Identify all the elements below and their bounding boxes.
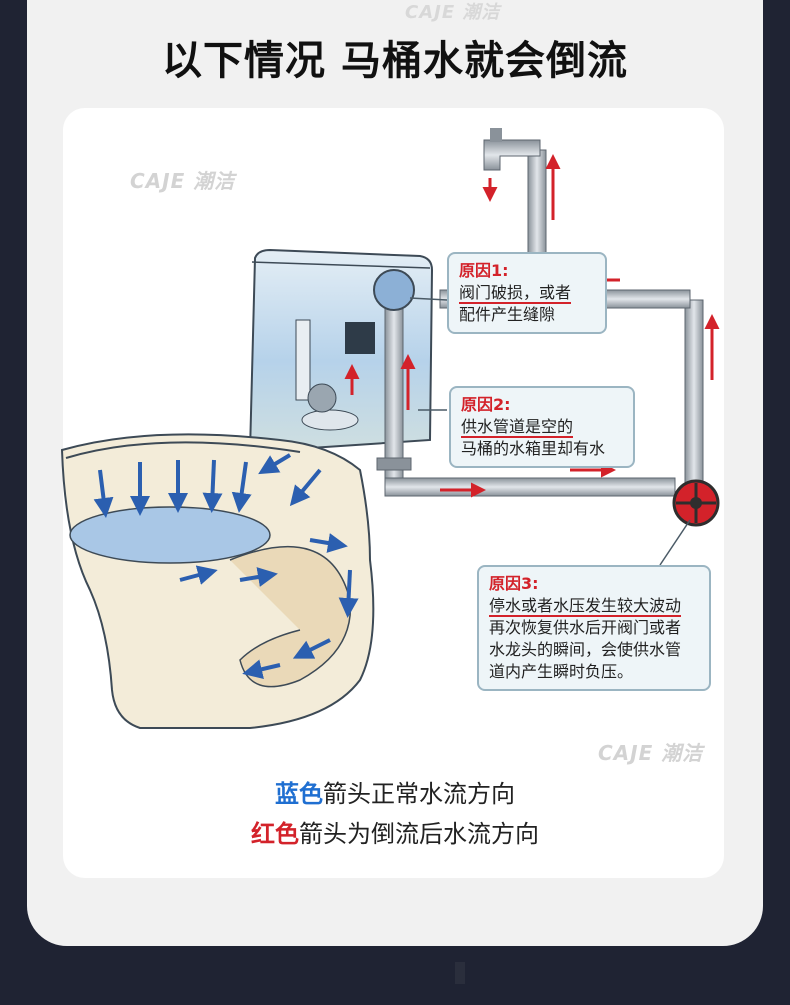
- legend-red-text: 箭头为倒流后水流方向: [299, 820, 539, 848]
- brand-watermark: CAJE 潮洁: [598, 741, 704, 765]
- legend-blue-text: 箭头正常水流方向: [323, 780, 515, 808]
- callout-line: 再次恢复供水后开阀门或者: [489, 618, 682, 637]
- callout-heading: 原因3:: [489, 574, 539, 593]
- brand-watermark-top: CAJE 潮洁: [405, 2, 501, 23]
- page-title: 以下情况 马桶水就会倒流: [162, 38, 628, 84]
- legend-red-word: 红色: [251, 820, 299, 848]
- callout-heading: 原因1:: [459, 261, 509, 280]
- blue-arrow-icons: [93, 453, 359, 680]
- brand-watermark: CAJE 潮洁: [130, 169, 236, 193]
- faucet-icon: [490, 128, 502, 142]
- callout-line: 道内产生瞬时负压。: [489, 662, 634, 681]
- legend-blue-word: 蓝色: [275, 780, 323, 808]
- scroll-indicator: [455, 962, 465, 984]
- valve-icon: [672, 479, 720, 527]
- legend-blue: 蓝色箭头正常水流方向: [0, 774, 790, 809]
- callout-pointers: [409, 297, 691, 566]
- callout-reason-3: 原因3: 停水或者水压发生较大波动 再次恢复供水后开阀门或者 水龙头的瞬间，会使…: [477, 565, 711, 691]
- legend-red: 红色箭头为倒流后水流方向: [0, 814, 790, 849]
- callout-reason-1: 原因1: 阀门破损，或者 配件产生缝隙: [447, 252, 607, 334]
- callout-reason-2: 原因2: 供水管道是空的 马桶的水箱里却有水: [449, 386, 635, 468]
- callout-line: 马桶的水箱里却有水: [461, 439, 606, 458]
- toilet-bowl: [60, 433, 375, 729]
- callout-line: 供水管道是空的: [461, 417, 574, 438]
- red-arrow-icons: [344, 154, 720, 498]
- callout-line: 配件产生缝隙: [459, 305, 556, 324]
- callout-line: 水龙头的瞬间，会使供水管: [489, 640, 682, 659]
- callout-line: 停水或者水压发生较大波动: [489, 596, 682, 617]
- callout-line: 阀门破损，或者: [459, 283, 572, 304]
- callout-heading: 原因2:: [461, 395, 511, 414]
- tank-internals: [295, 319, 375, 431]
